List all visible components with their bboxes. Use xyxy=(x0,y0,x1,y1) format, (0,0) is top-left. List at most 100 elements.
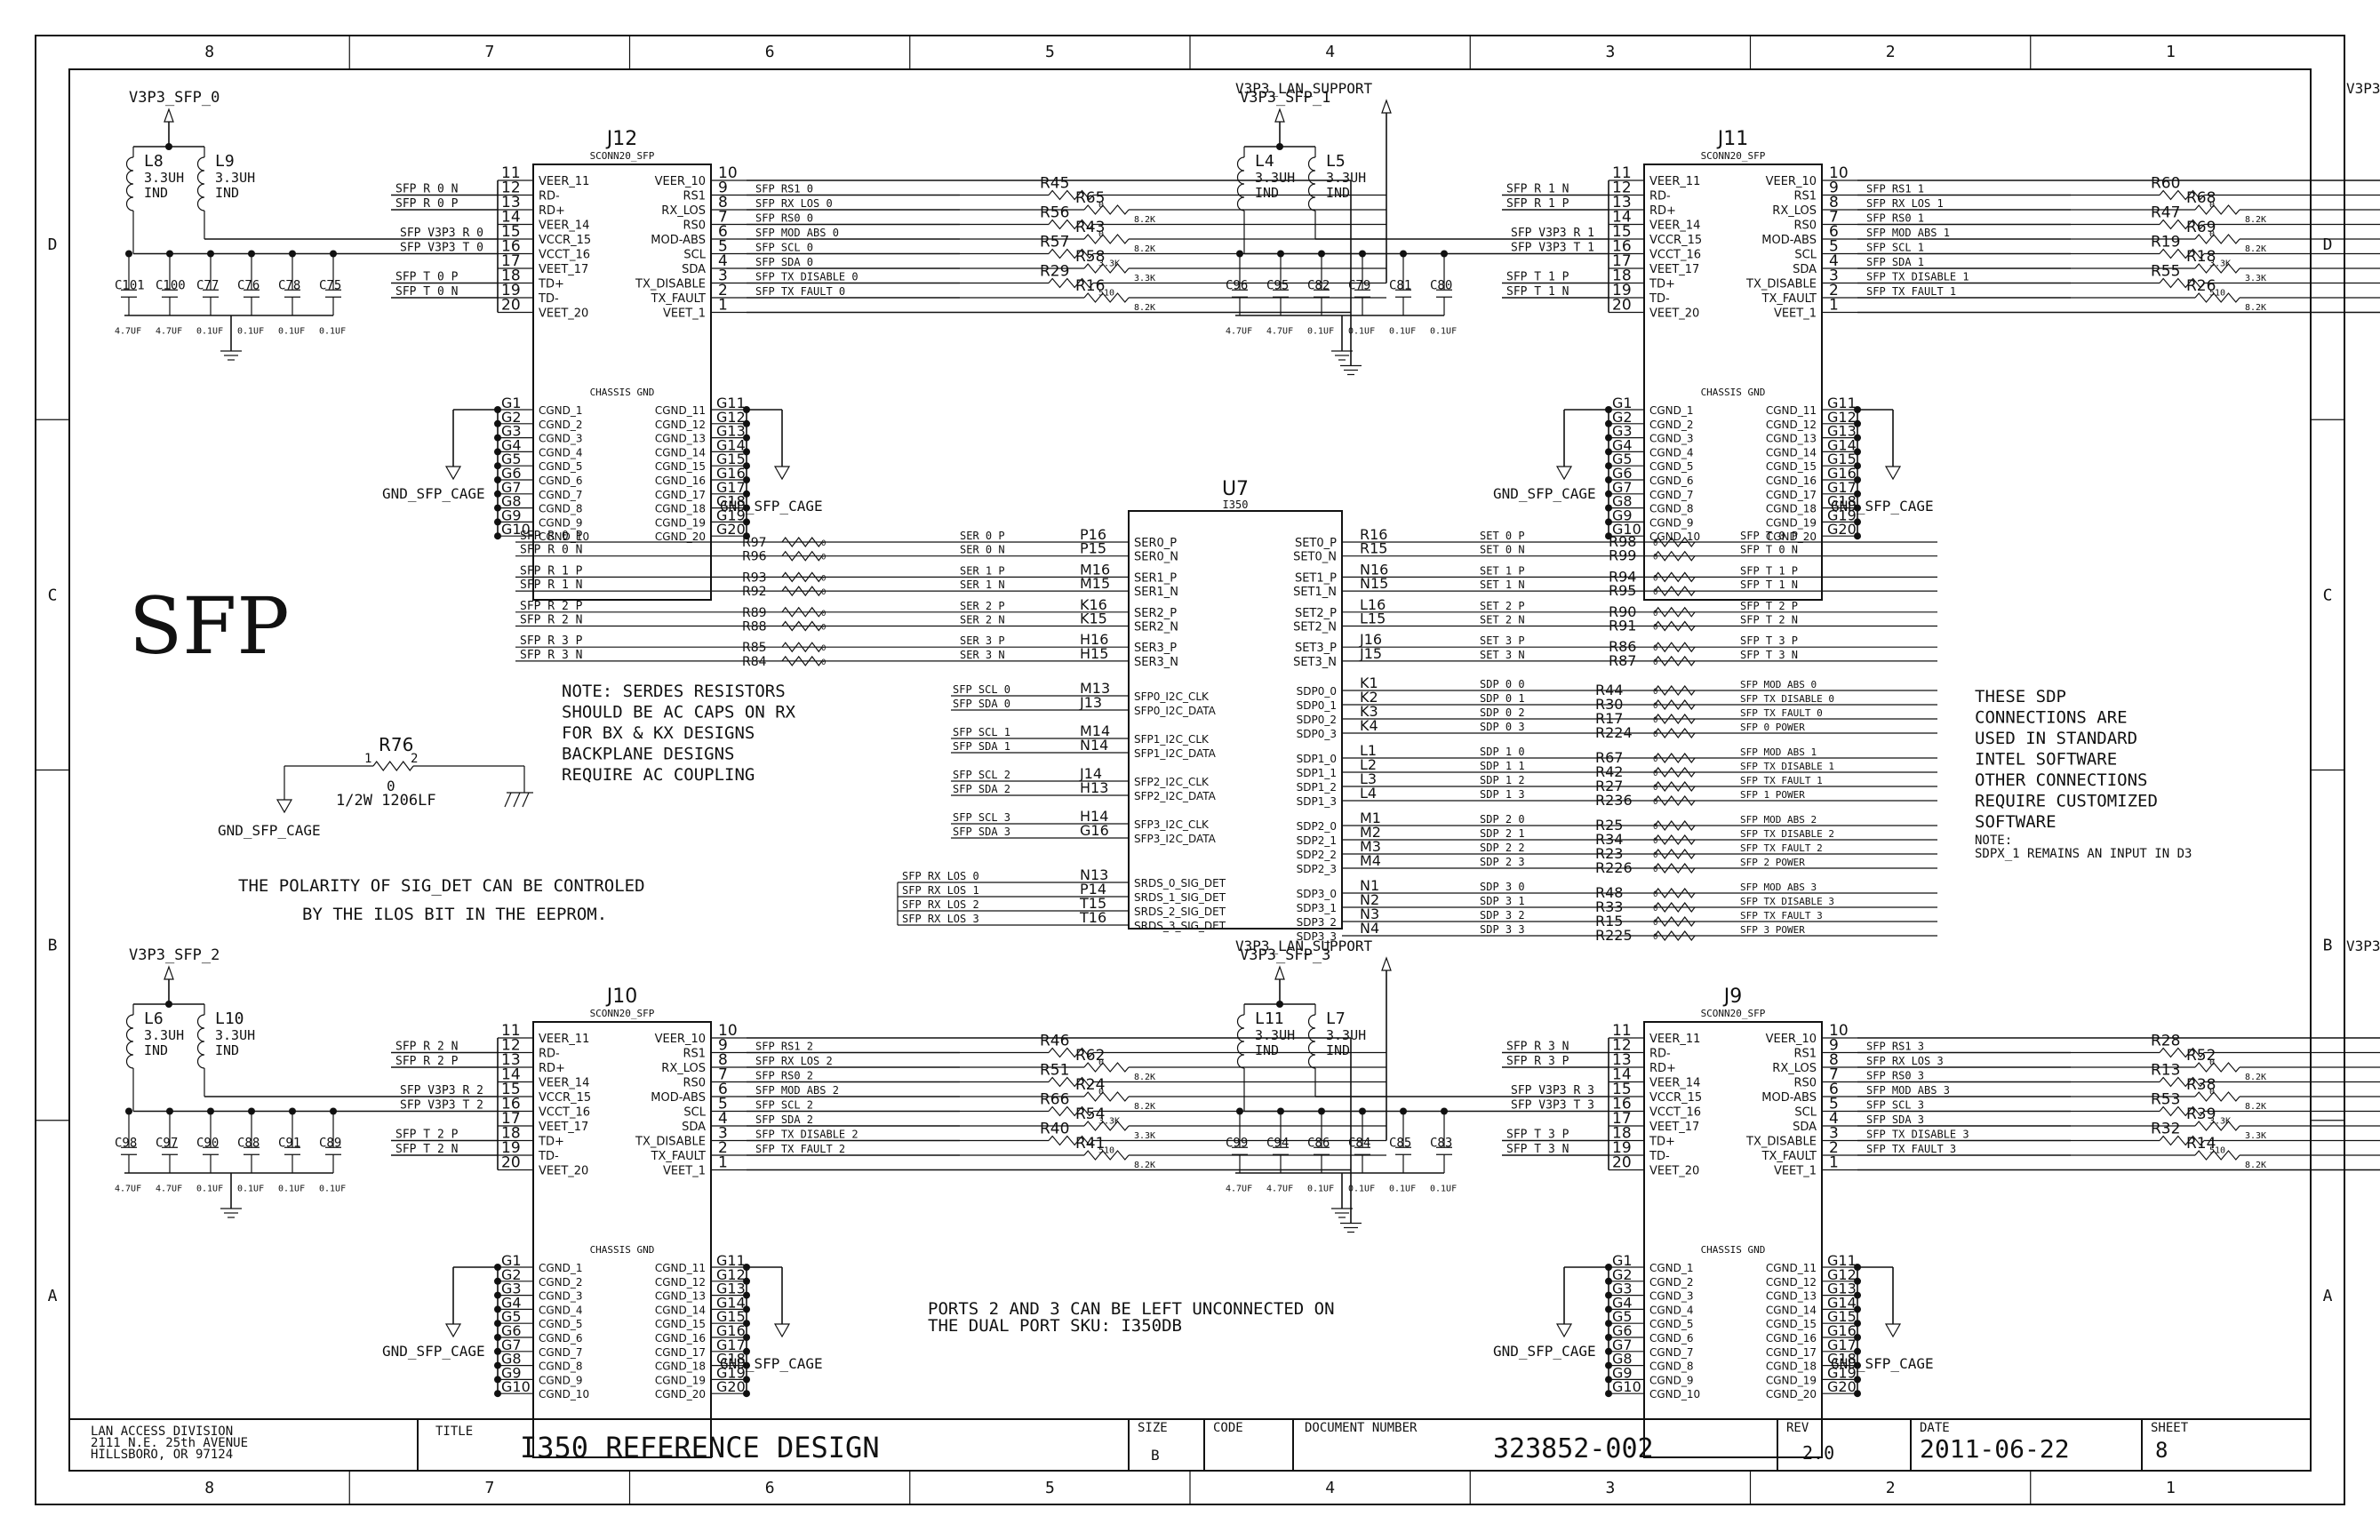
code-label: CODE xyxy=(1213,1421,1243,1435)
capacitor-ref: C80 xyxy=(1430,279,1452,293)
set-resistor-ref: R87 xyxy=(1609,652,1636,669)
signal-net-label: SFP RX LOS 3 xyxy=(1866,1055,1944,1067)
capacitor-value: 0.1UF xyxy=(237,327,264,337)
rev-value: 2.0 xyxy=(1802,1442,1834,1464)
chassis-pin-name: CGND_15 xyxy=(655,1318,706,1330)
chassis-pin-number: G3 xyxy=(1612,423,1633,440)
chassis-pin-name: CGND_12 xyxy=(655,1276,706,1289)
u7-pin-name: SDP0_2 xyxy=(1297,714,1337,726)
chassis-pin-number: G14 xyxy=(1827,1294,1857,1311)
resistor-r19 xyxy=(2159,248,2205,259)
junction-dot xyxy=(166,250,173,258)
resistor-r55 xyxy=(2159,277,2205,289)
capacitor-value: 4.7UF xyxy=(1226,327,1252,337)
chassis-pin-number: G13 xyxy=(716,1281,746,1297)
chassis-pin-name: CGND_15 xyxy=(1766,460,1817,473)
u7-ball: H13 xyxy=(1080,779,1108,796)
company-line: HILLSBORO, OR 97124 xyxy=(91,1448,233,1462)
pin-number: 11 xyxy=(1612,1022,1632,1040)
pin-number: 15 xyxy=(1612,1081,1632,1098)
i2c-net-label: SFP_SCL_0 xyxy=(953,683,1010,696)
resistor-ref: R32 xyxy=(2151,1121,2180,1138)
sdp-mid-label: SDP 2 1 xyxy=(1480,827,1525,840)
pin-number: 1 xyxy=(718,1154,728,1172)
u7-pin-name: SER1_N xyxy=(1134,586,1178,599)
sheet-title: SFP xyxy=(129,580,290,672)
junction-dot xyxy=(1236,1107,1243,1115)
pin-number: 14 xyxy=(501,209,521,227)
cage-ground-arrow-icon xyxy=(1884,1323,1902,1338)
chassis-pin-number: G12 xyxy=(1827,1266,1857,1283)
u7-pin-name: SET0_P xyxy=(1295,537,1337,550)
pin-number: 8 xyxy=(718,194,728,211)
set-resistor-value: 0 xyxy=(1653,658,1657,667)
capacitor-c83 xyxy=(1436,1129,1452,1173)
signal-net-label: SFP TX DISABLE 3 xyxy=(1866,1129,1969,1141)
lan-support-net-label: V3P3_LAN_SUPPORT xyxy=(1235,938,1372,954)
u7-ball: J14 xyxy=(1079,765,1102,782)
chassis-pin-name: CGND_8 xyxy=(539,503,583,515)
pin-name: RD- xyxy=(539,190,560,203)
serdes-resistor-r85 xyxy=(781,642,823,653)
u7-pin-name: SDP2_0 xyxy=(1297,820,1337,833)
inductor-ref: L4 xyxy=(1255,152,1274,171)
vcct-net-label: SFP V3P3 T 1 xyxy=(1511,242,1594,255)
u7-ball: N14 xyxy=(1080,737,1108,754)
chassis-pin-name: CGND_9 xyxy=(539,1374,583,1386)
junction-dot xyxy=(1441,1107,1448,1115)
chassis-pin-name: CGND_3 xyxy=(539,1290,583,1303)
chassis-pin-name: CGND_7 xyxy=(539,489,583,501)
serdes-mid-label: SER 1 N xyxy=(960,578,1005,591)
pin-name: TD+ xyxy=(538,278,564,291)
capacitor-value: 4.7UF xyxy=(115,1185,141,1194)
pin-name: VEET_20 xyxy=(1649,1165,1699,1178)
chassis-pin-number: G19 xyxy=(1827,1364,1857,1381)
serdes-resistor-value: 0 xyxy=(821,610,826,618)
sdp-resistor-value: 0 xyxy=(1653,716,1657,725)
capacitor-ref: C85 xyxy=(1389,1137,1411,1151)
sdp-resistor-r15 xyxy=(1654,916,1696,927)
resistor-value: 3.3K xyxy=(1134,1131,1155,1141)
chassis-pin-name: CGND_16 xyxy=(655,475,706,487)
u7-pin-name: SER1_P xyxy=(1134,571,1177,585)
chassis-pin-number: G10 xyxy=(501,1378,531,1395)
serdes-resistor-value: 0 xyxy=(821,554,826,563)
pin-name: TX_FAULT xyxy=(1761,1150,1817,1163)
resistor-r28 xyxy=(2159,1047,2205,1058)
rd-td-net-label: SFP R 1 N xyxy=(1506,183,1569,196)
pin-number: 8 xyxy=(1829,194,1839,211)
capacitor-value: 4.7UF xyxy=(1226,1185,1252,1194)
pin-number: 20 xyxy=(1612,1154,1632,1172)
sdp-resistor-value: 0 xyxy=(1653,688,1657,697)
zone-label-top: 6 xyxy=(765,43,775,61)
pin-name: VEET_17 xyxy=(1649,1121,1699,1134)
u7-ball: R15 xyxy=(1360,540,1387,557)
resistor-value: 8.2K xyxy=(2245,215,2266,225)
u7-ball: N13 xyxy=(1080,866,1108,883)
serdes-mid-label: SER 2 P xyxy=(960,600,1005,612)
signal-net-label: SFP TX FAULT 3 xyxy=(1866,1143,1956,1155)
resistor-ref: R14 xyxy=(2186,1135,2216,1153)
pin-name: VEER_10 xyxy=(1766,1033,1817,1046)
serdes-resistor-r96 xyxy=(781,550,823,562)
u7-ball: J15 xyxy=(1359,645,1382,662)
chassis-pin-name: CGND_14 xyxy=(1766,446,1817,459)
resistor-ref: R58 xyxy=(1075,248,1105,266)
pin-name: VCCT_16 xyxy=(1649,1106,1701,1120)
pin-number: 12 xyxy=(1612,1037,1632,1055)
set-mid-label: SET 1 P xyxy=(1480,564,1525,577)
capacitor-c77 xyxy=(203,271,219,315)
resistor-value: 510 xyxy=(1098,289,1114,299)
pin-number: 10 xyxy=(1829,1022,1849,1040)
chassis-pin-number: G15 xyxy=(1827,451,1857,467)
capacitor-c75 xyxy=(325,271,341,315)
pin-number: 11 xyxy=(501,164,521,182)
pin-number: 7 xyxy=(1829,1066,1839,1084)
vcc-arrow-icon xyxy=(1274,965,1285,980)
chassis-pin-name: CGND_8 xyxy=(1649,503,1694,515)
capacitor-c84 xyxy=(1354,1129,1370,1173)
serdes-net-label: SFP R 3 P xyxy=(520,634,583,648)
u7-pin-name: SER0_N xyxy=(1134,551,1178,564)
pin-name: RX_LOS xyxy=(661,204,706,218)
zone-label-bottom: 5 xyxy=(1045,1479,1055,1497)
